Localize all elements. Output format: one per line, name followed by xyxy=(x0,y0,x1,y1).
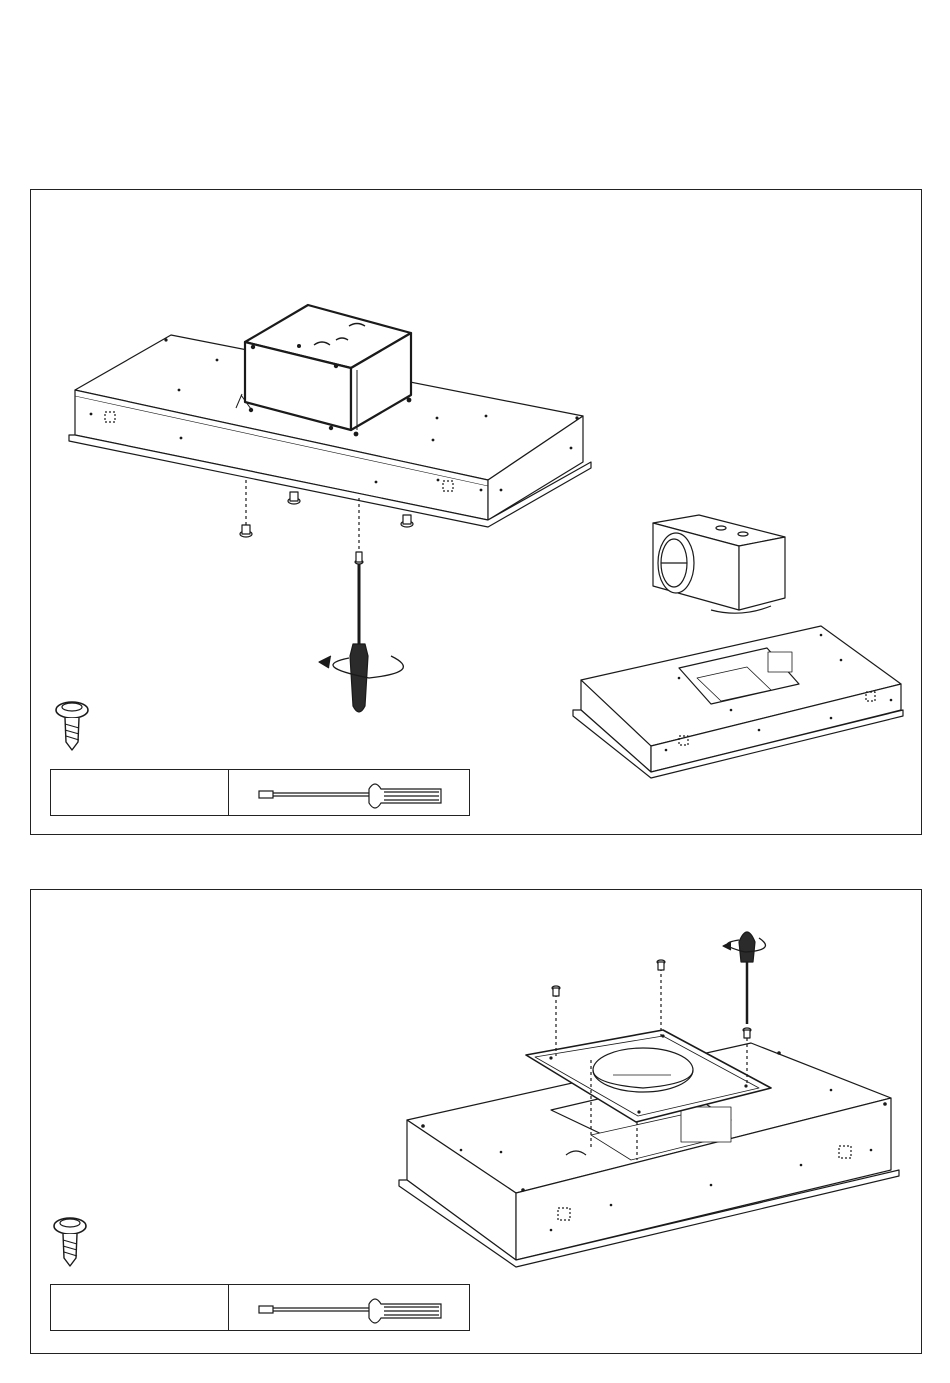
screw-icon xyxy=(56,702,88,750)
removed-motor-unit xyxy=(653,515,785,613)
tool-table-left-cell xyxy=(51,1285,229,1330)
tool-table-right-cell xyxy=(229,770,469,815)
step-1-illustration xyxy=(31,190,923,836)
screw-icon xyxy=(54,1218,86,1266)
tool-table xyxy=(50,1284,470,1331)
tool-table-left-cell xyxy=(51,770,229,815)
screwdriver-icon xyxy=(229,770,469,816)
screwdriver-icon xyxy=(723,932,765,1024)
step-1-panel xyxy=(30,189,922,835)
tool-table-right-cell xyxy=(229,1285,469,1330)
hood-without-motor xyxy=(573,626,903,778)
screwdriver-icon xyxy=(229,1285,469,1331)
screwdriver-icon xyxy=(319,564,403,712)
tool-table xyxy=(50,769,470,816)
step-2-panel xyxy=(30,889,922,1354)
